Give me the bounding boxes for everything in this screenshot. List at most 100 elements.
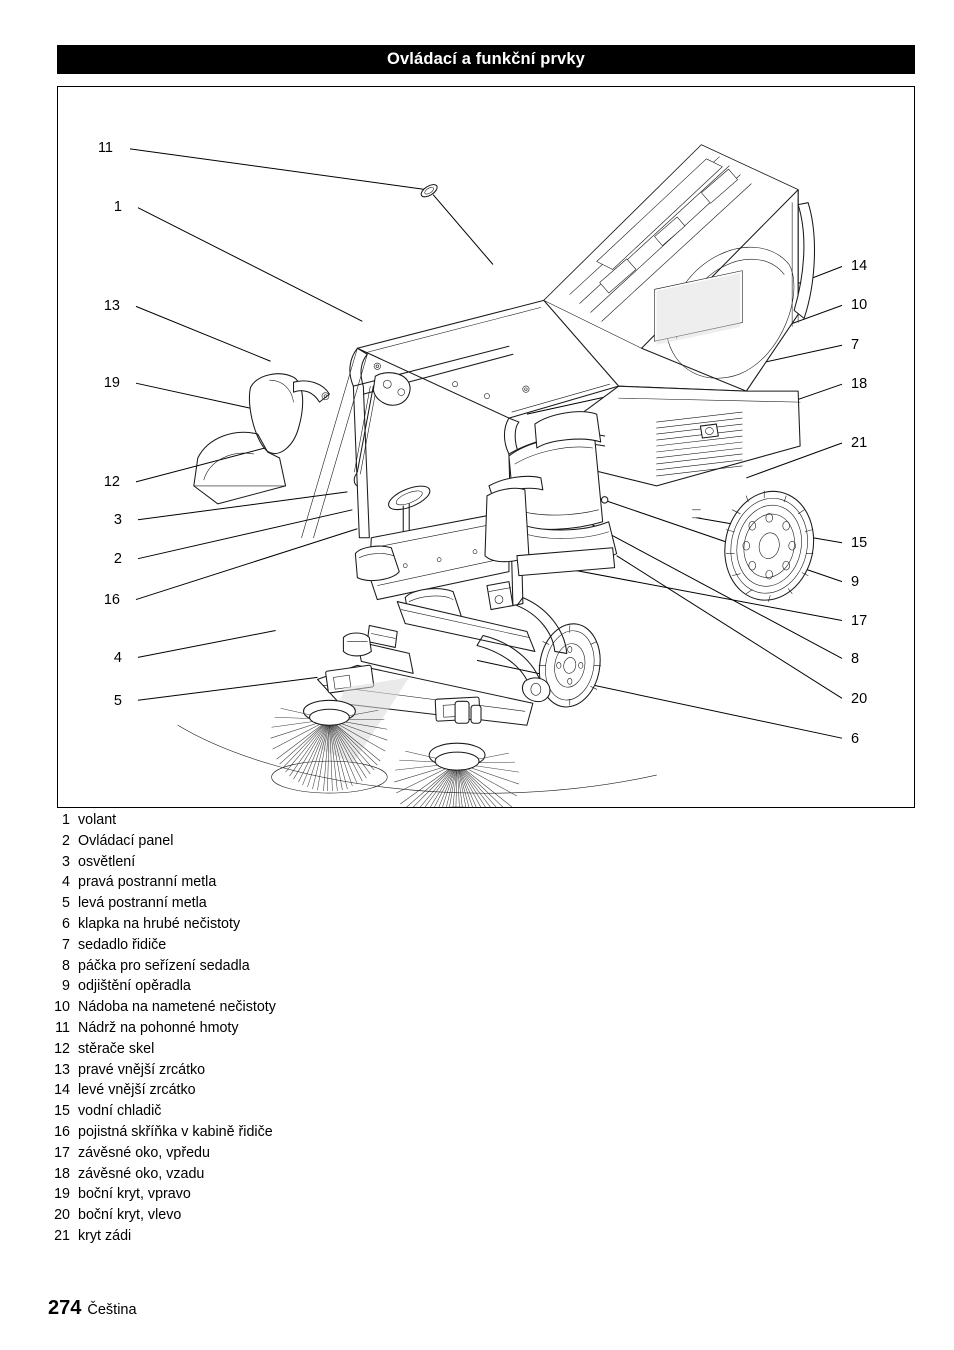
legend-item: 8 páčka pro seřízení sedadla	[48, 958, 448, 979]
legend-item-number: 16	[54, 1123, 70, 1140]
legend-item-number: 15	[54, 1103, 70, 1120]
legend-item-number: 19	[54, 1186, 70, 1203]
figure-frame: .ln { fill:none; stroke:#1a1a1a; stroke-…	[57, 86, 915, 808]
legend-item-label: levá postranní metla	[78, 895, 207, 912]
tow-eye-rear	[699, 423, 719, 439]
legend-list: 1 volant 2 Ovládací panel 3 osvětlení 4 pravá p…	[48, 812, 448, 1249]
callout-number-2: 2	[113, 550, 122, 567]
legend-item: 12 stěrače skel	[48, 1041, 448, 1062]
page-footer: 274 Čeština	[48, 1297, 137, 1320]
callout-number-20: 20	[851, 690, 868, 707]
legend-item-label: sedadlo řidiče	[78, 936, 167, 953]
legend-item-number: 2	[62, 832, 70, 849]
legend-item: 6 klapka na hrubé nečistoty	[48, 916, 448, 937]
legend-item-label: kryt zádi	[78, 1227, 132, 1244]
callout-number-14: 14	[851, 257, 868, 274]
legend-item-label: levé vnější zrcátko	[78, 1082, 196, 1099]
callout-number-9: 9	[851, 573, 860, 590]
callout-number-4: 4	[113, 649, 122, 666]
footer-language: Čeština	[87, 1302, 137, 1318]
legend-item: 21 kryt zádi	[48, 1228, 448, 1249]
legend-item-label: závěsné oko, vpředu	[78, 1144, 210, 1161]
legend-item-label: závěsné oko, vzadu	[78, 1165, 205, 1182]
legend-item: 9 odjištění opěradla	[48, 978, 448, 999]
legend-item-number: 3	[62, 853, 70, 870]
side-broom-left	[270, 699, 388, 794]
coarse-dirt-flap	[366, 624, 398, 648]
windshield-wiper	[353, 372, 411, 487]
legend-item-number: 4	[62, 874, 70, 891]
fuse-box	[486, 581, 514, 611]
legend-item-label: volant	[78, 812, 117, 828]
legend-item-number: 6	[62, 915, 70, 932]
legend-item: 14 levé vnější zrcátko	[48, 1082, 448, 1103]
callout-number-8: 8	[851, 650, 860, 667]
legend-item-number: 21	[54, 1227, 70, 1244]
radiator-grille	[654, 270, 743, 477]
legend-item-label: páčka pro seřízení sedadla	[78, 957, 250, 974]
callout-number-17: 17	[851, 612, 868, 629]
legend-item-label: pojistná skříňka v kabině řidiče	[78, 1123, 273, 1140]
legend-item-number: 7	[62, 936, 70, 953]
legend-item-label: odjištění opěradla	[78, 978, 191, 995]
legend-item-number: 14	[54, 1082, 70, 1099]
legend-item-number: 12	[54, 1040, 70, 1057]
legend-item-number: 11	[55, 1019, 70, 1036]
legend-item-label: pravá postranní metla	[78, 874, 217, 891]
water-cooler	[692, 509, 701, 519]
callout-number-3: 3	[113, 511, 122, 528]
legend-item-number: 17	[54, 1144, 70, 1161]
fuel-cap	[420, 184, 494, 265]
legend-item-number: 5	[62, 895, 70, 912]
callout-number-5: 5	[113, 692, 122, 709]
legend-item: 11 Nádrž na pohonné hmoty	[48, 1020, 448, 1041]
machine-body	[177, 144, 815, 807]
callout-number-1: 1	[113, 198, 122, 215]
legend-item: 20 boční kryt, vlevo	[48, 1207, 448, 1228]
legend-item-label: vodní chladič	[78, 1103, 162, 1120]
page-number: 274	[48, 1297, 82, 1319]
legend-item: 2 Ovládací panel	[48, 833, 448, 854]
legend-item: 18 závěsné oko, vzadu	[48, 1166, 448, 1187]
callout-number-13: 13	[103, 297, 120, 314]
legend-item: 10 Nádoba na nametené nečistoty	[48, 999, 448, 1020]
legend-item-number: 20	[54, 1207, 70, 1224]
legend-item-label: osvětlení	[78, 853, 136, 870]
legend-item: 17 závěsné oko, vpředu	[48, 1145, 448, 1166]
legend-item-label: pravé vnější zrcátko	[78, 1061, 206, 1078]
sweeper-illustration: .ln { fill:none; stroke:#1a1a1a; stroke-…	[129, 144, 843, 807]
callout-number-21: 21	[851, 434, 868, 451]
legend-item-number: 13	[54, 1061, 70, 1078]
legend-item-number: 18	[54, 1165, 70, 1182]
driver-seat	[484, 411, 618, 577]
legend-item-number: 9	[62, 978, 70, 995]
legend-item-label: Ovládací panel	[78, 832, 174, 849]
broom-support-arm	[356, 597, 568, 703]
legend-item-label: boční kryt, vlevo	[78, 1207, 182, 1224]
side-broom-right	[394, 742, 519, 807]
callout-number-19: 19	[103, 374, 120, 391]
legend-item-number: 1	[62, 812, 70, 828]
control-panel	[354, 545, 400, 582]
callout-number-18: 18	[851, 375, 868, 392]
callout-number-6: 6	[851, 730, 860, 747]
callout-number-15: 15	[851, 534, 868, 551]
legend-item-number: 10	[54, 999, 70, 1016]
callout-number-11: 11	[97, 139, 113, 156]
legend-item: 7 sedadlo řidiče	[48, 937, 448, 958]
callout-number-12: 12	[103, 473, 120, 490]
legend-item-label: klapka na hrubé nečistoty	[78, 915, 241, 932]
front-wheel	[538, 623, 601, 708]
rear-wheel	[724, 490, 815, 602]
legend-item-number: 8	[62, 957, 70, 974]
legend-item: 13 pravé vnější zrcátko	[48, 1062, 448, 1083]
legend-item-label: Nádoba na nametené nečistoty	[78, 999, 276, 1016]
legend-item-label: stěrače skel	[78, 1040, 155, 1057]
legend-item: 4 pravá postranní metla	[48, 874, 448, 895]
callout-number-10: 10	[851, 296, 868, 313]
legend-item-label: Nádrž na pohonné hmoty	[78, 1019, 239, 1036]
callout-number-16: 16	[103, 591, 120, 608]
page-title: Ovládací a funkční prvky	[386, 50, 585, 68]
pedals	[342, 632, 372, 657]
legend-item: 3 osvětlení	[48, 854, 448, 875]
